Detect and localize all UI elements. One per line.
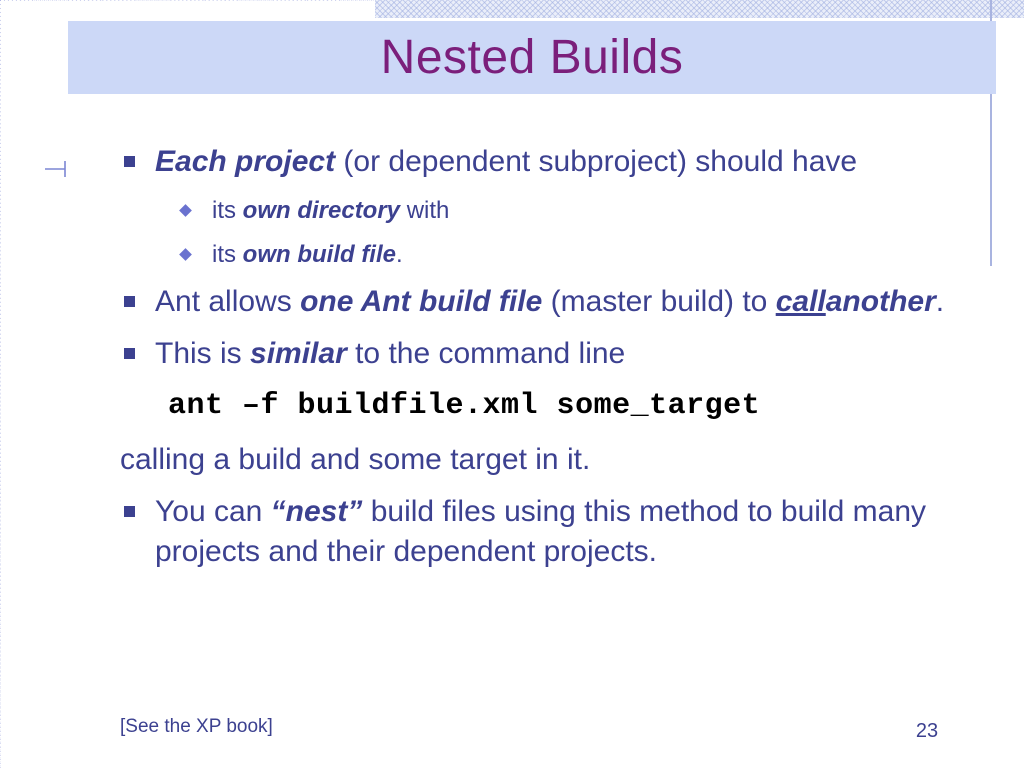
square-bullet-icon	[124, 296, 135, 307]
slide-body: Each project (or dependent subproject) s…	[0, 142, 1024, 584]
paragraph-calling-a-build: calling a build and some target in it.	[120, 443, 591, 476]
bullet-text-strong: “nest”	[270, 495, 363, 528]
square-bullet-icon	[124, 348, 135, 359]
bullet-text-tail: build files using this method to build m…	[155, 495, 927, 568]
page-number: 23	[915, 720, 939, 742]
diamond-bullet-icon	[179, 248, 192, 261]
bullet-text: You can	[155, 495, 271, 528]
bullet-text-tail: to the command line	[346, 337, 626, 370]
page-title: Nested Builds	[380, 30, 684, 84]
slide-title-bar: Nested Builds	[68, 21, 996, 94]
sub-bullet-text: its	[212, 241, 243, 268]
bullet-text: (or dependent subproject) should have	[335, 145, 858, 178]
bullet-text-strong: one Ant build file	[300, 285, 543, 318]
footer-source-note: [See the XP book]	[120, 716, 273, 737]
bullet-item-each-project: Each project (or dependent subproject) s…	[0, 142, 1024, 182]
diamond-bullet-icon	[179, 204, 192, 217]
bullet-text: Ant allows	[155, 285, 301, 318]
bullet-text-mid: (master build) to	[542, 285, 776, 318]
bullet-text-strong: similar	[250, 337, 347, 370]
sub-bullet-text-tail: with	[400, 197, 450, 224]
sub-bullet-text-tail: .	[396, 241, 403, 268]
code-command-line: ant –f buildfile.xml some_target	[168, 389, 761, 423]
bullet-item-ant-allows: Ant allows one Ant build file (master bu…	[0, 282, 1024, 322]
square-bullet-icon	[124, 156, 135, 167]
sub-bullet-text: its	[212, 197, 243, 224]
bullet-text-strong: Each project	[155, 145, 336, 178]
bullet-text: This is	[155, 337, 251, 370]
bullet-text-strong-2: another	[825, 285, 936, 318]
sub-bullet-item-own-directory: its own directory with	[0, 194, 1024, 228]
bullet-text-underlined: call	[775, 285, 826, 318]
sub-bullet-item-own-build-file: its own build file.	[0, 238, 1024, 272]
sub-bullet-text-strong: own build file	[242, 241, 396, 268]
sub-bullet-text-strong: own directory	[242, 197, 401, 224]
bullet-text-tail: .	[935, 285, 945, 318]
bullet-item-this-is-similar: This is similar to the command line	[0, 334, 1024, 374]
bullet-item-you-can-nest: You can “nest” build files using this me…	[0, 492, 1024, 572]
top-texture-band	[375, 0, 1024, 18]
square-bullet-icon	[124, 506, 135, 517]
